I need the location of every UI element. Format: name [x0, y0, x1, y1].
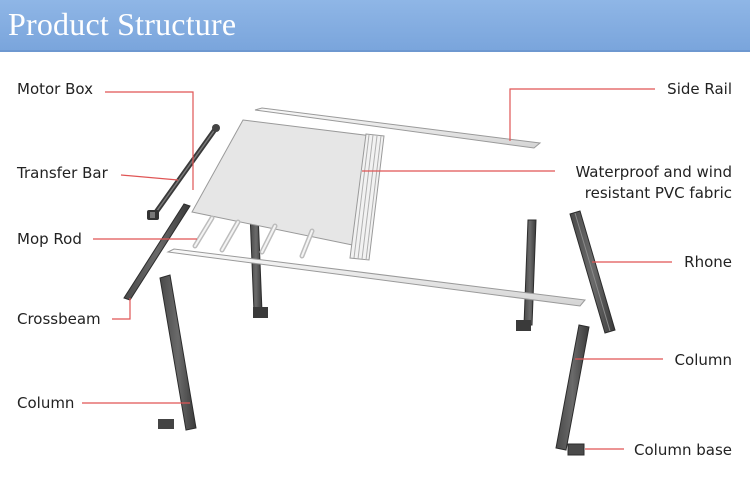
page-title: Product Structure	[8, 6, 237, 42]
transfer-bar-shape	[151, 125, 219, 218]
label-crossbeam: Crossbeam	[17, 310, 101, 328]
motor-box-shape	[147, 124, 220, 220]
label-mop-rod: Mop Rod	[17, 230, 82, 248]
side-rail-shape	[254, 107, 542, 149]
back-right-post	[516, 219, 537, 331]
folded-fabric-shape	[349, 133, 385, 261]
back-left-post	[249, 212, 268, 318]
pvc-fabric-shape	[191, 119, 373, 249]
label-column-left: Column	[17, 394, 75, 412]
front-right-column-shape	[555, 324, 590, 451]
mop-rods	[192, 215, 315, 259]
label-motor-box: Motor Box	[17, 80, 93, 98]
label-rhone: Rhone	[684, 253, 732, 271]
label-fabric-line2: resistant PVC fabric	[584, 184, 732, 202]
column-base-shape	[567, 443, 585, 456]
front-left-column-shape	[158, 274, 197, 431]
header-banner: Product Structure	[0, 0, 750, 52]
front-rail-shape	[166, 248, 586, 307]
label-column-base: Column base	[634, 441, 732, 459]
label-fabric-line1: Waterproof and wind	[575, 163, 732, 181]
label-column-right: Column	[674, 351, 732, 369]
label-transfer-bar: Transfer Bar	[17, 164, 108, 182]
leader-lines	[82, 88, 672, 450]
label-side-rail: Side Rail	[667, 80, 732, 98]
rhone-shape	[569, 210, 616, 334]
